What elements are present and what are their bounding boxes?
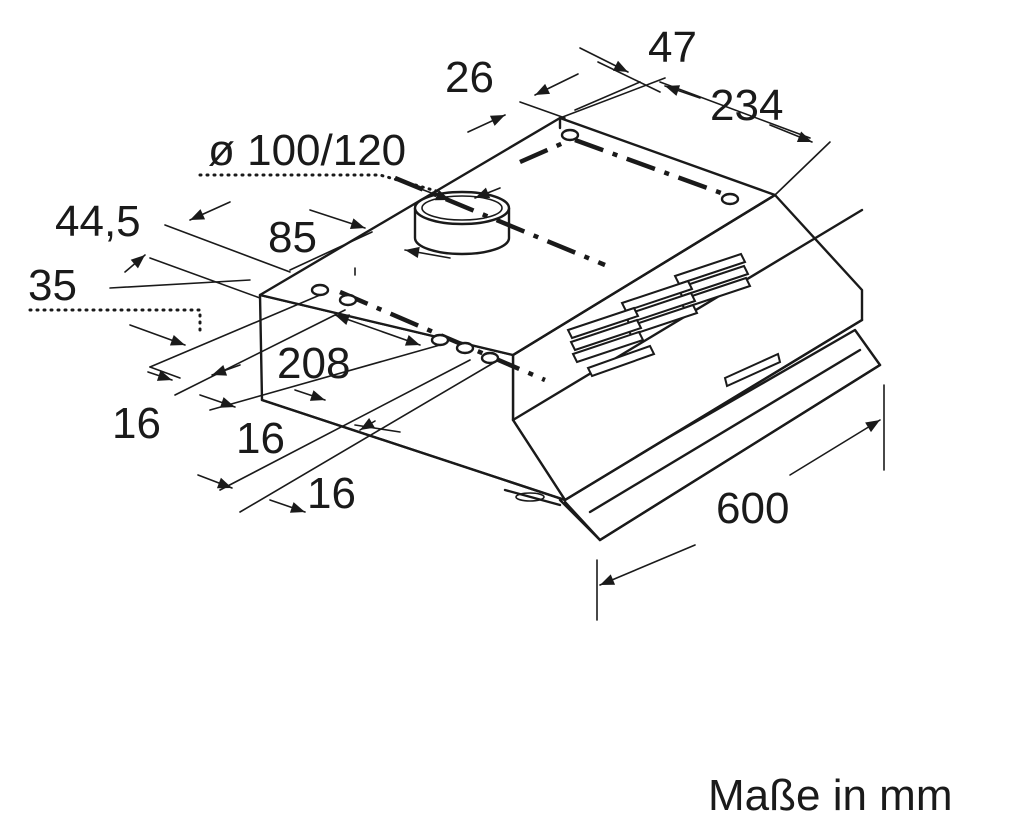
dim-85: 85 (268, 213, 317, 262)
hood-body (258, 116, 882, 542)
dimension-lines (28, 47, 885, 621)
dim-35: 35 (28, 261, 77, 310)
dim-26: 26 (445, 53, 494, 102)
dim-diameter: ø 100/120 (208, 126, 406, 175)
dim-234: 234 (710, 81, 783, 130)
dim-16-c: 16 (307, 469, 356, 518)
dimension-labels: 47 26 234 ø 100/120 44,5 85 35 208 16 16… (28, 23, 789, 533)
dim-44-5: 44,5 (55, 197, 141, 246)
light-strip (723, 352, 782, 388)
dim-208: 208 (277, 339, 350, 388)
units-caption: Maße in mm (708, 771, 952, 820)
mounting-holes (310, 128, 740, 365)
dim-16-a: 16 (112, 399, 161, 448)
vent-grille (566, 252, 752, 378)
dim-47: 47 (648, 23, 697, 72)
exhaust-collar (413, 190, 511, 256)
dim-16-b: 16 (236, 414, 285, 463)
dim-600: 600 (716, 484, 789, 533)
